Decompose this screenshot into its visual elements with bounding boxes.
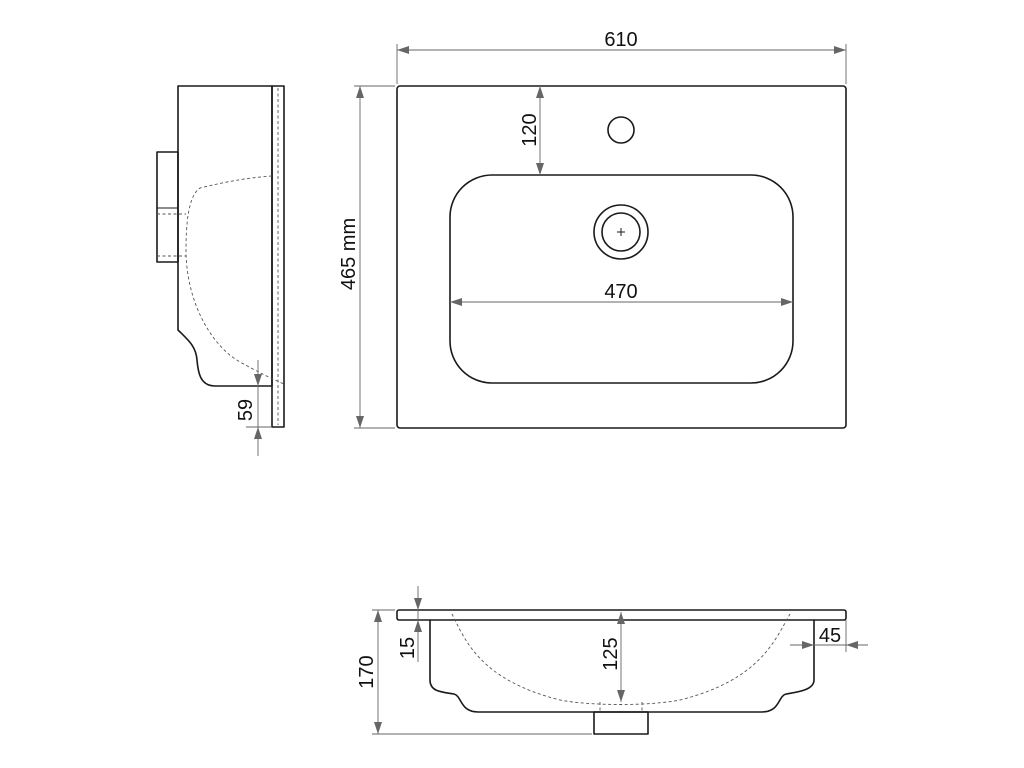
front-height-arrow-bottom: [374, 722, 382, 734]
side-view-hidden-basin: [185, 175, 285, 385]
top-width-label: 610: [604, 29, 637, 51]
front-basin-depth-arrow-bottom: [617, 690, 625, 702]
basin-width-arrow-right: [781, 298, 793, 306]
top-depth-arrow-bottom: [356, 416, 364, 428]
front-view-hidden-drain: [599, 702, 643, 712]
front-view-drain: [593, 711, 649, 735]
front-rim-arrow-bottom: [414, 620, 422, 632]
top-view-outline: [396, 85, 847, 429]
side-view-hidden-drain: [157, 213, 186, 257]
front-edge-arrow-left: [802, 641, 814, 649]
front-basin-depth-arrow-top: [617, 612, 625, 624]
side-rim-arrow-bottom: [254, 427, 262, 439]
drain-outer-ring: [593, 204, 649, 260]
tap-offset-arrow-top: [536, 86, 544, 98]
front-rim-label: 15: [397, 637, 419, 659]
front-view: 170 15 125 45: [356, 586, 868, 735]
tap-hole: [607, 116, 635, 144]
top-view-basin: [449, 174, 794, 384]
side-view-deck: [271, 85, 285, 428]
top-depth-arrow-top: [356, 86, 364, 98]
front-rim-arrow-top: [414, 598, 422, 610]
drain-inner-ring: [601, 212, 641, 252]
top-view: 610 465 mm 120 470: [338, 29, 847, 429]
top-depth-label: 465 mm: [338, 218, 360, 290]
front-basin-depth-label: 125: [600, 637, 622, 670]
basin-width-label: 470: [604, 281, 637, 303]
side-rim-arrow-top: [254, 374, 262, 386]
tap-offset-label: 120: [519, 113, 541, 146]
front-view-hidden-basin: [451, 613, 791, 705]
top-width-arrow-left: [397, 46, 409, 54]
side-rim-label: 59: [235, 399, 257, 421]
front-height-label: 170: [356, 655, 378, 688]
side-view: 59: [156, 85, 285, 456]
front-edge-arrow-right: [846, 641, 858, 649]
front-height-arrow-top: [374, 610, 382, 622]
side-view-outline: [177, 85, 273, 387]
basin-width-arrow-left: [450, 298, 462, 306]
side-view-overflow-block: [156, 151, 179, 263]
front-edge-label: 45: [819, 625, 841, 647]
top-width-arrow-right: [834, 46, 846, 54]
tap-offset-arrow-bottom: [536, 163, 544, 175]
